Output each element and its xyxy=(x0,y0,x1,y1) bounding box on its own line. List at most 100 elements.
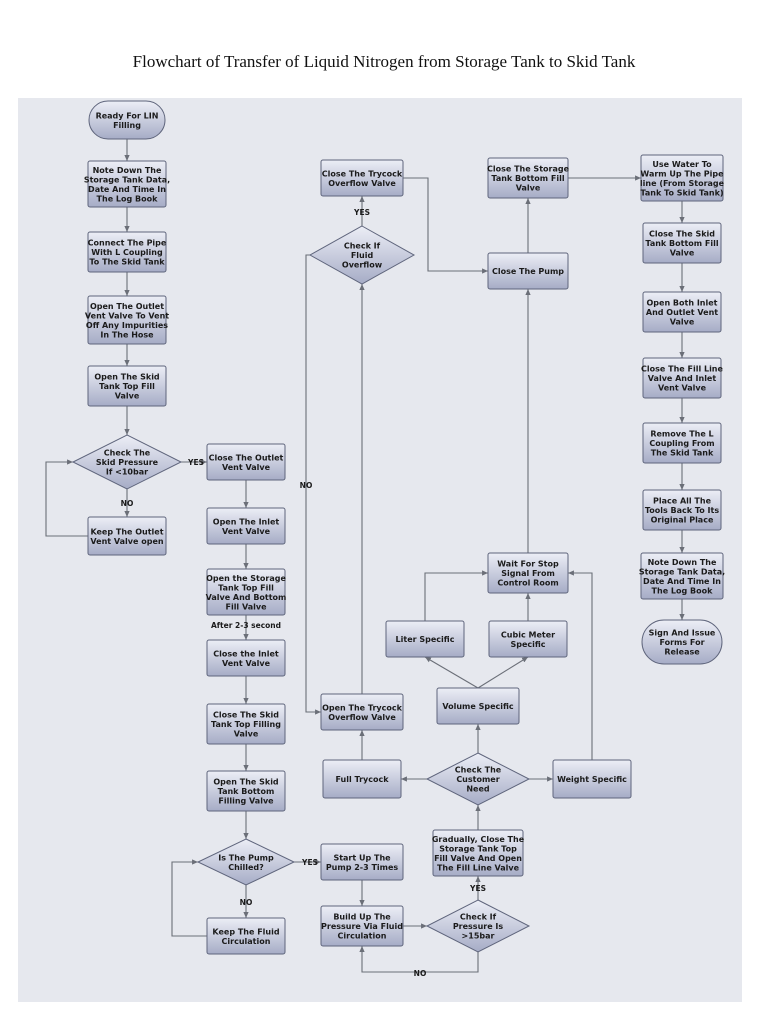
note1-shape xyxy=(87,160,167,208)
connector-checkoverflow-to-opentrycock xyxy=(305,254,321,715)
closepump-shape xyxy=(487,252,569,290)
check15-label-line: >15bar xyxy=(462,932,495,941)
removel-label-line: Coupling From xyxy=(649,439,714,448)
closetrycock-shape xyxy=(320,159,404,197)
waitstop-label-line: Signal From xyxy=(501,569,555,578)
buildpressure-label-line: Build Up The xyxy=(333,913,391,922)
opentop-label-line: Tank Top Fill xyxy=(99,382,155,391)
opentrycock-label-line: Overflow Valve xyxy=(328,713,396,722)
edge-label-yes-overflow: YES xyxy=(353,208,370,217)
connector-volume-to-liter xyxy=(424,656,479,689)
connect-shape xyxy=(87,231,167,273)
note1-label-line: Note Down The xyxy=(93,166,162,175)
gradually-shape xyxy=(432,829,524,877)
usewater-label-line: Tank To Skid Tank) xyxy=(640,188,723,197)
waitstop-shape xyxy=(487,552,569,594)
step-liter: Liter Specific xyxy=(385,620,465,658)
start-label-line: Filling xyxy=(113,121,141,130)
connector-keepfluid-to-pumpchilled xyxy=(171,859,207,937)
openstorage-label-line: Tank Top Fill xyxy=(218,583,274,592)
cubic-shape xyxy=(488,620,568,658)
edge-label-yes-pump: YES xyxy=(301,858,318,867)
gradually-label-line: Fill Valve And Open xyxy=(434,854,522,863)
openskidbottom-label-line: Tank Bottom xyxy=(218,787,275,796)
liter-shape xyxy=(385,620,465,658)
cubic-label-line: Cubic Meter xyxy=(501,630,555,639)
pumpchilled-label-line: Chilled? xyxy=(228,863,264,872)
step-closepump: Close The Pump xyxy=(487,252,569,290)
step-fulltrycock: Full Trycock xyxy=(322,759,402,799)
keepfluid-label-line: Keep The Fluid xyxy=(212,927,279,936)
checkpressure-shape xyxy=(71,434,183,490)
edge-label-no-pump: NO xyxy=(240,898,253,907)
note2-label-line: Date And Time In xyxy=(643,577,721,586)
checkcustomer-label-line: Check The xyxy=(455,766,502,775)
start-label-line: Ready For LIN xyxy=(96,111,159,120)
step-weight: Weight Specific xyxy=(552,759,632,799)
startpump-shape xyxy=(320,843,404,881)
closestoragebottom-label-line: Valve xyxy=(516,184,541,193)
closeskidbottom-label-line: Valve xyxy=(670,249,695,258)
note2-label-line: Note Down The xyxy=(648,558,717,567)
weight-label-line: Weight Specific xyxy=(557,775,627,784)
closeinlet-label-line: Close the Inlet xyxy=(213,649,279,658)
checkoverflow-shape xyxy=(308,225,416,285)
closeskidtop-shape xyxy=(206,703,286,745)
removel-label-line: The Skid Tank xyxy=(651,449,714,458)
closetrycock-label-line: Overflow Valve xyxy=(328,179,396,188)
checkcustomer-shape xyxy=(425,752,531,806)
openskidbottom-label-line: Open The Skid xyxy=(213,778,279,787)
edge-label-no-overflow: NO xyxy=(300,481,313,490)
connector-keepoutlet-to-checkpressure xyxy=(45,459,88,537)
closeinlet-shape xyxy=(206,639,286,677)
usewater-label-line: line (From Storage xyxy=(640,179,725,188)
opentrycock-label-line: Open The Trycock xyxy=(322,703,403,712)
volume-shape xyxy=(436,687,520,725)
closefill-label-line: Vent Valve xyxy=(658,384,707,393)
openboth-label-line: Open Both Inlet xyxy=(647,299,718,308)
usewater-shape xyxy=(640,154,724,202)
volume-label-line: Volume Specific xyxy=(442,702,514,711)
startpump-label-line: Pump 2-3 Times xyxy=(326,863,399,872)
pumpchilled-label-line: Is The Pump xyxy=(218,853,274,862)
placetools-shape xyxy=(642,489,722,531)
checkoverflow-label-line: Fluid xyxy=(351,251,374,260)
usewater-label-line: Warm Up The Pipe xyxy=(640,169,724,178)
openinlet-shape xyxy=(206,507,286,545)
keepfluid-shape xyxy=(206,917,286,955)
openboth-shape xyxy=(642,291,722,333)
closeoutlet-shape xyxy=(206,443,286,481)
connector-check15-to-buildpressure xyxy=(359,946,479,973)
start-shape xyxy=(88,100,166,140)
closeskidtop-label-line: Close The Skid xyxy=(213,711,279,720)
note2-label-line: The Log Book xyxy=(652,586,714,595)
opentop-label-line: Valve xyxy=(115,392,140,401)
checkcustomer-label-line: Customer xyxy=(456,775,499,784)
openskidbottom-shape xyxy=(206,770,286,812)
closeoutlet-label-line: Vent Valve xyxy=(222,463,271,472)
connect-label-line: Connect The Pipe xyxy=(88,239,167,248)
closeskidbottom-label-line: Close The Skid xyxy=(649,230,715,239)
openoutlet-label-line: Off Any Impurities xyxy=(86,321,168,330)
liter-label-line: Liter Specific xyxy=(396,635,455,644)
openboth-label-line: Valve xyxy=(670,318,695,327)
connector-closetrycock-to-closepump xyxy=(403,177,488,274)
